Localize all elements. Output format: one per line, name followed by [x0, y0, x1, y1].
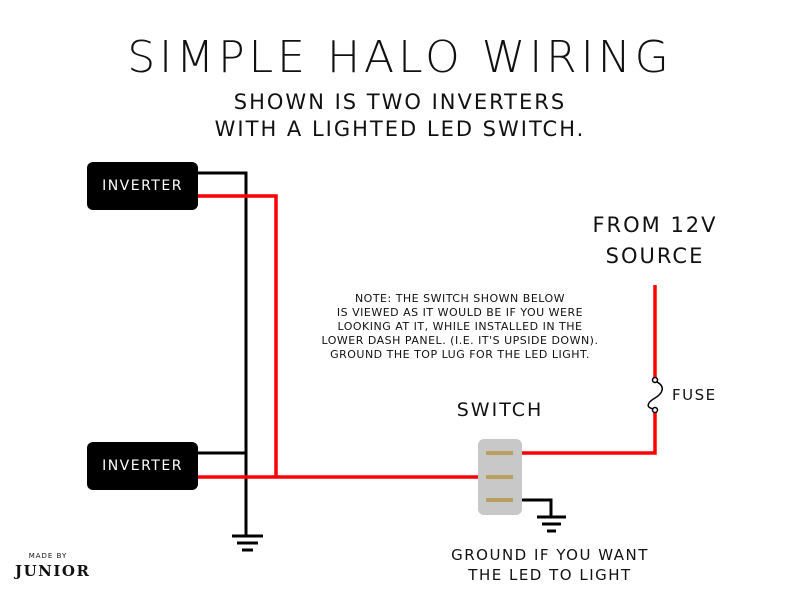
subtitle-line-1: SHOWN IS TWO INVERTERS — [233, 90, 567, 114]
ground-wire-top-inverter — [198, 171, 248, 535]
fuse-label: FUSE — [672, 386, 717, 404]
positive-wires — [198, 194, 657, 479]
ground-symbol-inverters — [232, 534, 263, 552]
source-label-line-1: FROM 12V — [592, 213, 718, 237]
subtitle-line-2: WITH A LIGHTED LED SWITCH. — [214, 117, 586, 141]
credit-name-logo: JUNIOR — [15, 562, 91, 580]
inverter-top: INVERTER — [87, 162, 198, 210]
inverter-bottom: INVERTER — [87, 442, 198, 490]
positive-wire-top-inverter — [198, 194, 278, 477]
inverter-top-label: INVERTER — [102, 178, 183, 194]
ground-symbol-switch — [537, 515, 566, 533]
fuse-symbol — [647, 376, 663, 414]
note-line-3: LOOKING AT IT, WHILE INSTALLED IN THE — [337, 320, 583, 333]
source-label-line-2: SOURCE — [605, 244, 705, 268]
ground-note-line-1: GROUND IF YOU WANT — [451, 546, 649, 564]
ground-wire-switch — [513, 498, 553, 516]
note-line-5: GROUND THE TOP LUG FOR THE LED LIGHT. — [330, 348, 590, 361]
note-line-1: NOTE: THE SWITCH SHOWN BELOW — [354, 292, 566, 305]
inverter-bottom-label: INVERTER — [102, 458, 183, 474]
note-line-4: LOWER DASH PANEL. (I.E. IT'S UPSIDE DOWN… — [321, 334, 599, 347]
ground-wires — [198, 171, 553, 535]
switch-lugs — [486, 451, 513, 502]
switch-label: SWITCH — [456, 399, 544, 421]
fuse-to-switch-wire — [513, 411, 657, 455]
note-line-2: IS VIEWED AS IT WOULD BE IF YOU WERE — [336, 306, 584, 319]
ground-note-line-2: THE LED TO LIGHT — [468, 566, 632, 584]
diagram-title: SIMPLE HALO WIRING — [127, 32, 673, 83]
credit-made-by: MADE BY — [28, 552, 68, 560]
